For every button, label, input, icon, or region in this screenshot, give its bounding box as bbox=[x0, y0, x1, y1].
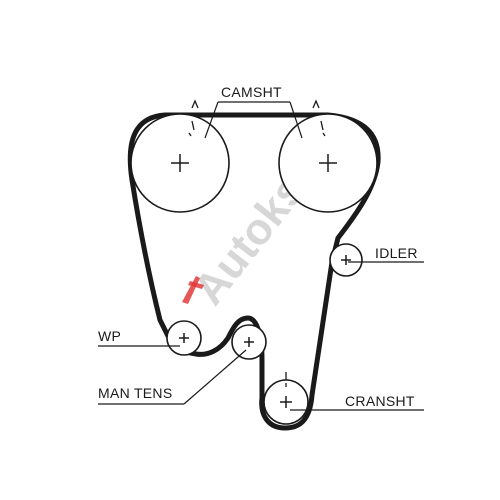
timing-mark-icon bbox=[191, 99, 320, 109]
manual-tensioner-pulley bbox=[231, 324, 267, 360]
wp-callout: WP bbox=[98, 328, 180, 347]
cranksht-label: CRANSHT bbox=[345, 393, 415, 409]
cranksht-callout: CRANSHT bbox=[290, 393, 424, 411]
camsht-callout: CAMSHT bbox=[204, 84, 303, 139]
man-tens-label: MAN TENS bbox=[98, 385, 173, 401]
crankshaft-pulley bbox=[263, 372, 309, 425]
watermark-accent-icon bbox=[182, 276, 204, 304]
water-pump-pulley bbox=[166, 320, 202, 356]
idler-label: IDLER bbox=[375, 245, 418, 261]
wp-label: WP bbox=[98, 328, 121, 344]
man-tens-callout: MAN TENS bbox=[98, 349, 247, 405]
timing-belt bbox=[127, 112, 381, 431]
camshaft-pulley-left bbox=[130, 113, 230, 213]
camshaft-pulley-right bbox=[278, 113, 378, 213]
idler-callout: IDLER bbox=[348, 245, 424, 263]
idler-pulley bbox=[329, 243, 363, 277]
camsht-label: CAMSHT bbox=[221, 84, 282, 100]
